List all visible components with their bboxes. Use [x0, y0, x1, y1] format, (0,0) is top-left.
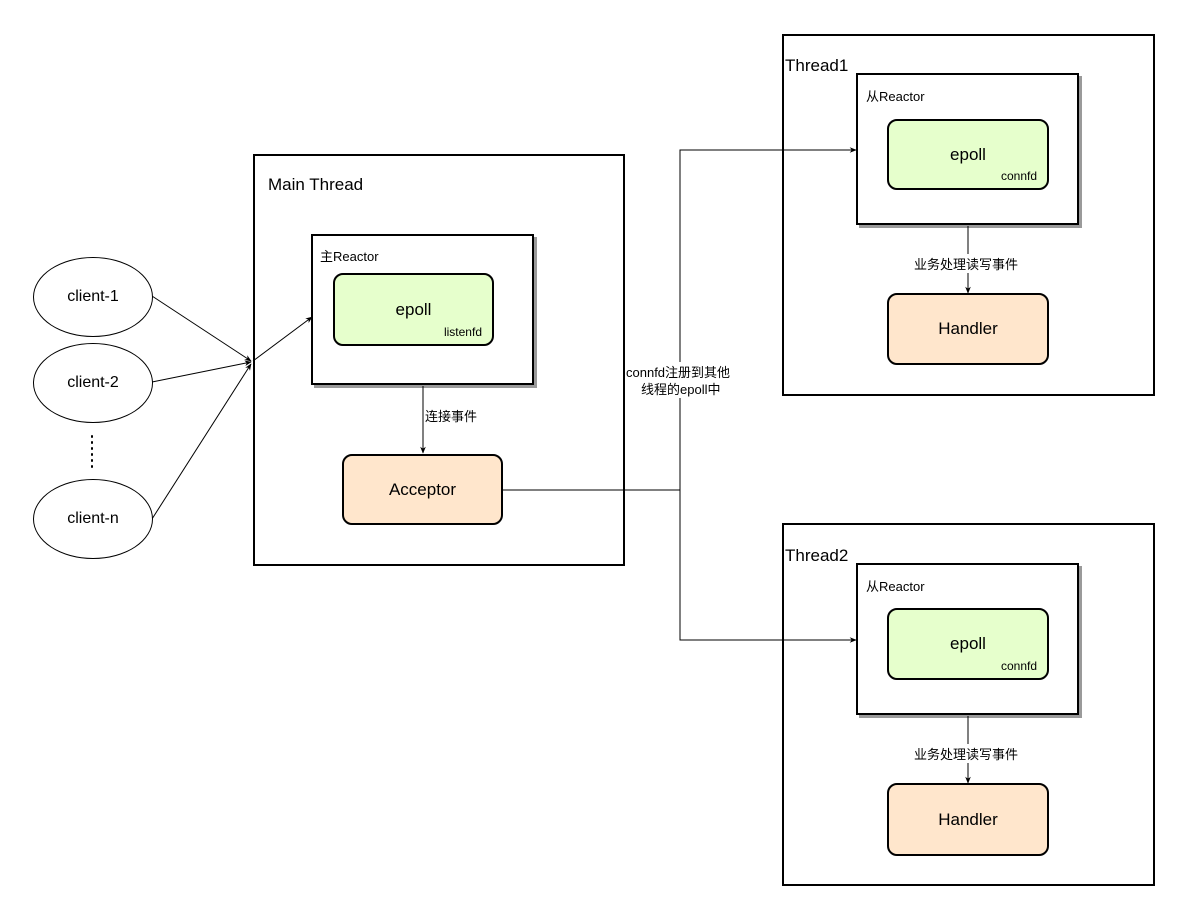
edge-client1 [151, 295, 252, 362]
register-label-line2: 线程的epoll中 [641, 379, 721, 398]
thread2-edge-label: 业务处理读写事件 [914, 744, 1019, 763]
main-reactor-label: 主Reactor [320, 249, 379, 264]
thread1-epoll-node: epoll connfd [887, 119, 1049, 190]
thread2-epoll-fd: connfd [1000, 659, 1037, 673]
thread1-title: Thread1 [785, 56, 849, 75]
edge-client2 [151, 360, 252, 383]
main-thread-title: Main Thread [268, 175, 364, 194]
thread1-handler-node: Handler [887, 293, 1049, 365]
edge-acceptor-thread1 [503, 147, 857, 491]
acceptor-label: Acceptor [388, 479, 457, 499]
thread2-reactor-label: 从Reactor [866, 579, 925, 594]
acceptor-node: Acceptor [342, 454, 503, 525]
main-epoll-fd: listenfd [443, 325, 482, 339]
thread2-title: Thread2 [785, 546, 849, 565]
thread1-edge-label: 业务处理读写事件 [914, 254, 1019, 273]
main-epoll-label: epoll [395, 299, 432, 319]
edge-to-main-reactor [252, 316, 313, 362]
thread1-epoll-fd: connfd [1000, 169, 1037, 183]
thread2-handler-node: Handler [887, 783, 1049, 856]
thread1-epoll-label: epoll [950, 144, 986, 164]
connect-event-label: 连接事件 [425, 406, 478, 425]
register-label-line1: connfd注册到其他 [626, 362, 731, 381]
edge-clientn [151, 363, 252, 520]
client-n-node: client-n [33, 479, 153, 559]
client-1-node: client-1 [33, 257, 153, 337]
thread1-handler-label: Handler [938, 319, 998, 338]
main-epoll-node: epoll listenfd [333, 273, 494, 346]
thread2-handler-label: Handler [938, 809, 998, 829]
thread2-epoll-label: epoll [950, 634, 986, 653]
client-2-node: client-2 [33, 343, 153, 423]
thread1-reactor-label: 从Reactor [866, 89, 925, 104]
thread2-epoll-node: epoll connfd [887, 608, 1049, 680]
edge-acceptor-thread2 [679, 490, 857, 643]
